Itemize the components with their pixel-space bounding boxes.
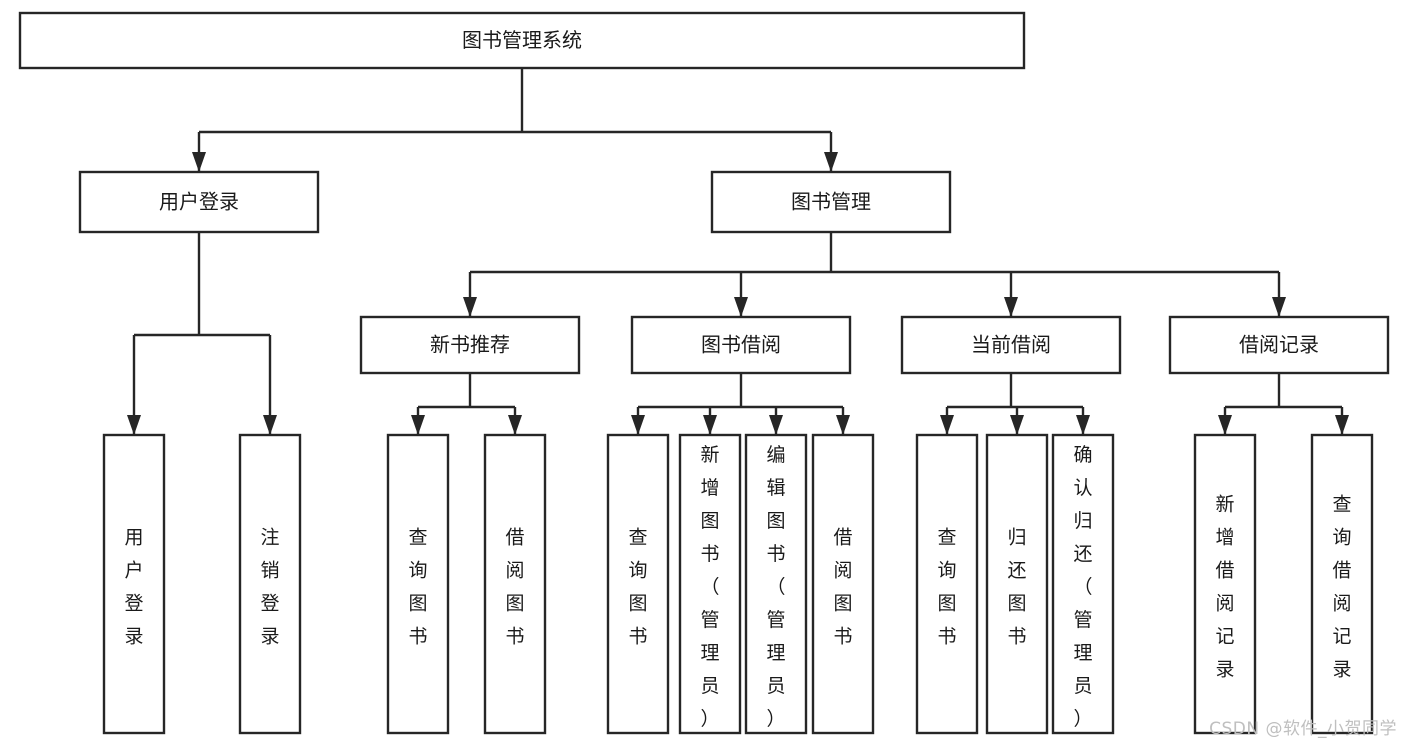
node-label: 新增借阅记录	[1215, 494, 1234, 681]
node-label: 当前借阅	[971, 333, 1051, 357]
node-label: 确认归还（管理员）	[1073, 444, 1092, 730]
node-label: 借阅图书	[833, 527, 852, 648]
node-level2-1[interactable]: 图书管理	[710, 170, 952, 234]
node-label: 图书管理	[791, 190, 871, 214]
node-layer: 图书管理系统用户登录图书管理新书推荐图书借阅当前借阅借阅记录用户登录注销登录查询…	[18, 11, 1390, 735]
connector-layer	[127, 68, 1349, 435]
node-box[interactable]	[606, 433, 670, 735]
node-label: 注销登录	[260, 527, 279, 648]
arrow-head-icon	[1076, 415, 1090, 435]
node-level3-3[interactable]: 借阅记录	[1168, 315, 1390, 375]
arrow-head-icon	[631, 415, 645, 435]
arrow-head-icon	[769, 415, 783, 435]
node-box[interactable]	[386, 433, 450, 735]
node-level4-11[interactable]: 新增借阅记录	[1193, 433, 1257, 735]
node-label: 编辑图书（管理员）	[766, 444, 785, 730]
node-label: 查询图书	[628, 527, 647, 648]
arrow-head-icon	[411, 415, 425, 435]
node-box[interactable]	[710, 170, 952, 234]
node-label: 借阅记录	[1239, 333, 1319, 357]
node-level4-5[interactable]: 新增图书（管理员）	[678, 433, 742, 735]
node-box[interactable]	[744, 433, 808, 735]
arrow-head-icon	[1218, 415, 1232, 435]
arrow-head-icon	[192, 152, 206, 172]
arrow-head-icon	[508, 415, 522, 435]
arrow-head-icon	[1004, 297, 1018, 317]
node-level4-0[interactable]: 用户登录	[102, 433, 166, 735]
node-box[interactable]	[78, 170, 320, 234]
node-level3-0[interactable]: 新书推荐	[359, 315, 581, 375]
node-box[interactable]	[1051, 433, 1115, 735]
node-label: 借阅图书	[505, 527, 524, 648]
node-box[interactable]	[102, 433, 166, 735]
node-label: 用户登录	[159, 190, 239, 214]
node-box[interactable]	[985, 433, 1049, 735]
node-level4-12[interactable]: 查询借阅记录	[1310, 433, 1374, 735]
node-box[interactable]	[678, 433, 742, 735]
node-level3-2[interactable]: 当前借阅	[900, 315, 1122, 375]
node-level4-2[interactable]: 查询图书	[386, 433, 450, 735]
node-level4-6[interactable]: 编辑图书（管理员）	[744, 433, 808, 735]
node-label: 查询借阅记录	[1332, 494, 1351, 681]
node-label: 归还图书	[1007, 527, 1026, 648]
node-box[interactable]	[900, 315, 1122, 375]
node-label: 图书管理系统	[462, 28, 582, 52]
node-box[interactable]	[630, 315, 852, 375]
arrow-head-icon	[1272, 297, 1286, 317]
arrow-head-icon	[824, 152, 838, 172]
arrow-head-icon	[836, 415, 850, 435]
node-level4-9[interactable]: 归还图书	[985, 433, 1049, 735]
node-box[interactable]	[1193, 433, 1257, 735]
arrow-head-icon	[1010, 415, 1024, 435]
node-box[interactable]	[1168, 315, 1390, 375]
node-box[interactable]	[238, 433, 302, 735]
node-box[interactable]	[1310, 433, 1374, 735]
node-box[interactable]	[359, 315, 581, 375]
node-label: 图书借阅	[701, 333, 781, 357]
node-level4-4[interactable]: 查询图书	[606, 433, 670, 735]
node-level3-1[interactable]: 图书借阅	[630, 315, 852, 375]
arrow-head-icon	[1335, 415, 1349, 435]
node-label: 用户登录	[124, 527, 143, 648]
node-level4-10[interactable]: 确认归还（管理员）	[1051, 433, 1115, 735]
arrow-head-icon	[463, 297, 477, 317]
node-level4-8[interactable]: 查询图书	[915, 433, 979, 735]
node-level4-1[interactable]: 注销登录	[238, 433, 302, 735]
arrow-head-icon	[127, 415, 141, 435]
arrow-head-icon	[263, 415, 277, 435]
arrow-head-icon	[734, 297, 748, 317]
node-level2-0[interactable]: 用户登录	[78, 170, 320, 234]
arrow-head-icon	[703, 415, 717, 435]
node-label: 新增图书（管理员）	[700, 444, 719, 730]
node-label: 查询图书	[408, 527, 427, 648]
node-label: 查询图书	[937, 527, 956, 648]
node-box[interactable]	[483, 433, 547, 735]
node-box[interactable]	[915, 433, 979, 735]
arrow-head-icon	[940, 415, 954, 435]
node-label: 新书推荐	[430, 333, 510, 357]
node-root-0[interactable]: 图书管理系统	[18, 11, 1026, 70]
node-level4-7[interactable]: 借阅图书	[811, 433, 875, 735]
node-level4-3[interactable]: 借阅图书	[483, 433, 547, 735]
node-box[interactable]	[811, 433, 875, 735]
node-box[interactable]	[18, 11, 1026, 70]
